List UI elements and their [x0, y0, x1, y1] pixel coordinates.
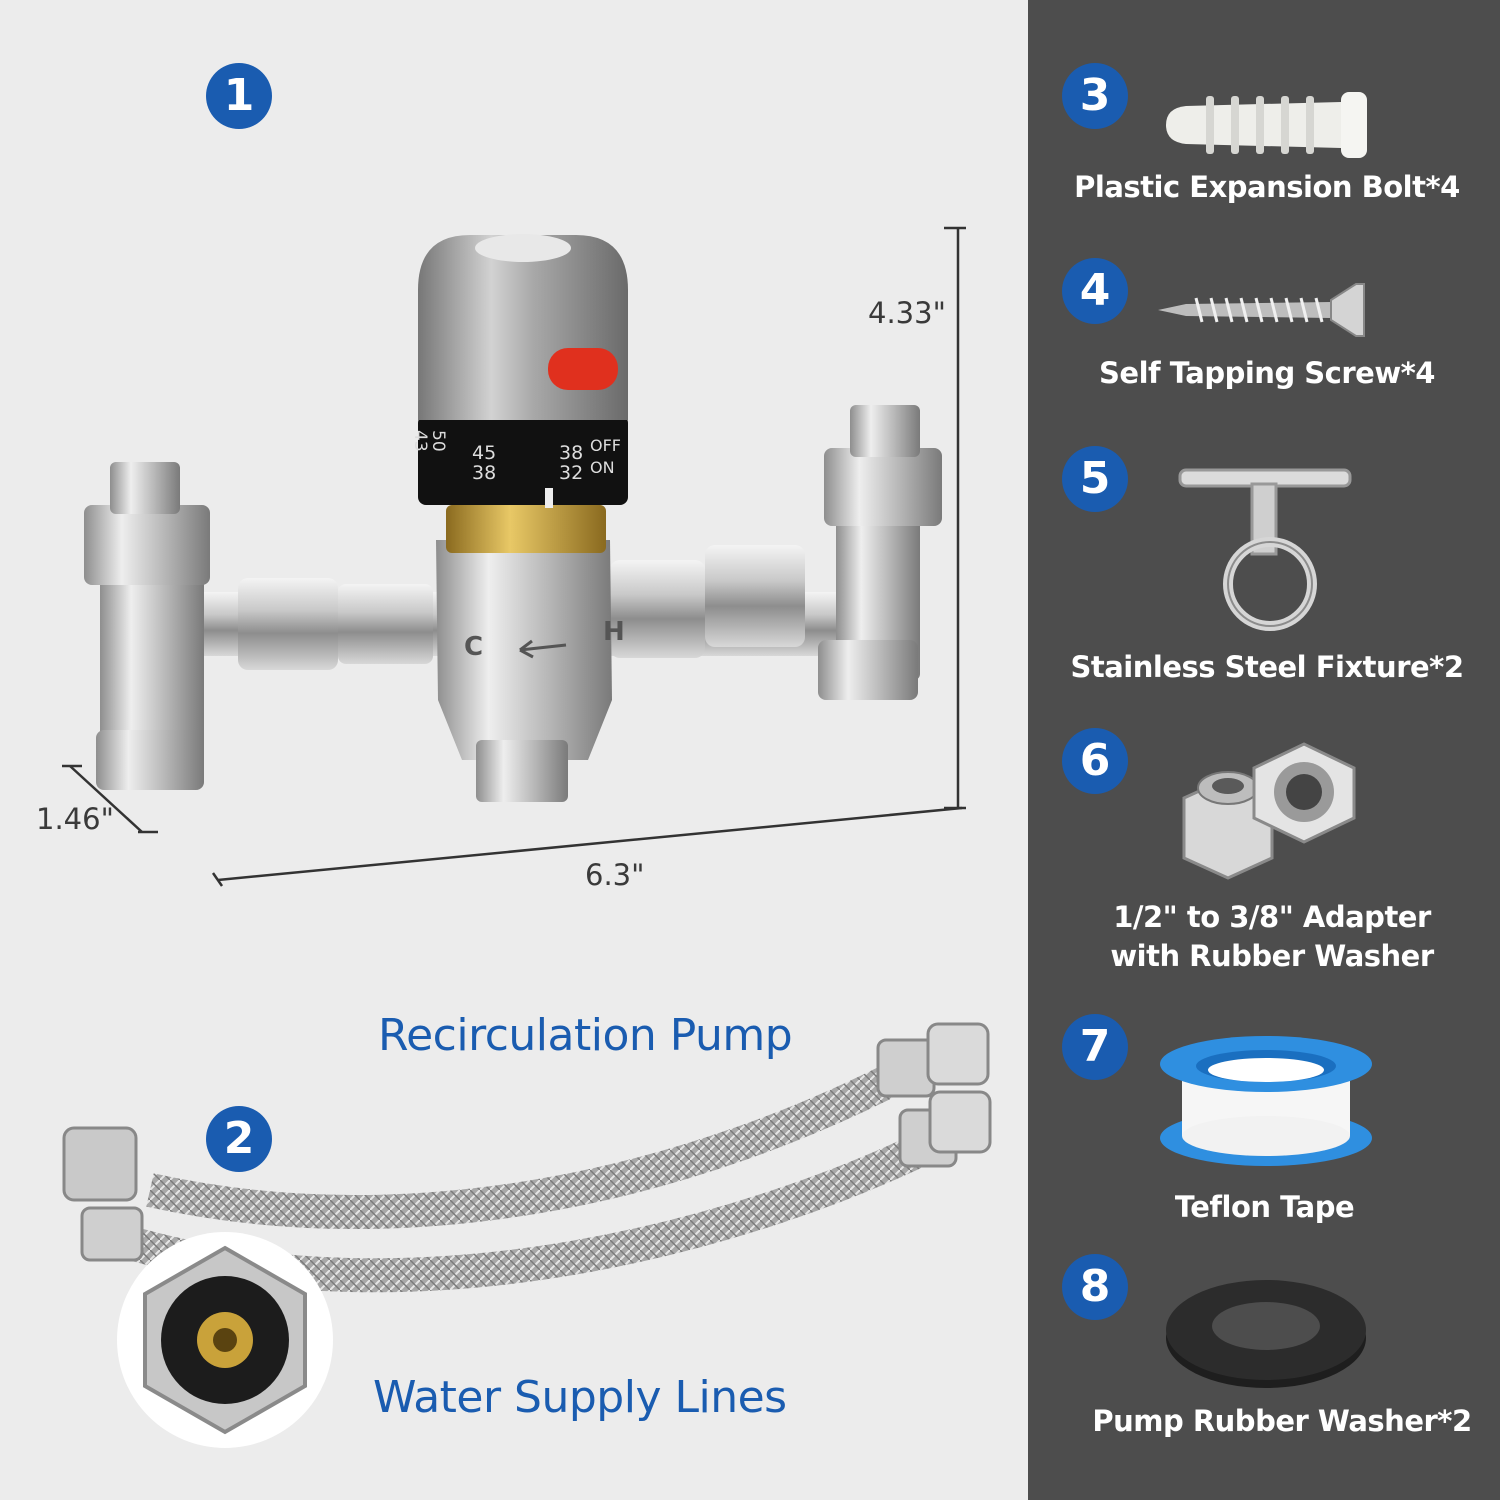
- cold-mark: C: [464, 632, 483, 662]
- badge-part-3: 3: [1062, 63, 1128, 129]
- badge-part-5: 5: [1062, 446, 1128, 512]
- thermostatic-mixing-valve-icon: C H: [62, 226, 966, 887]
- badge-part-8: 8: [1062, 1254, 1128, 1320]
- dial-row-2-b: 38: [472, 462, 497, 484]
- part-8-label: Pump Rubber Washer*2: [1092, 1404, 1472, 1438]
- recirculation-pump-label: Recirculation Pump: [378, 1010, 793, 1061]
- part-4-label: Self Tapping Screw*4: [1099, 356, 1435, 390]
- hot-mark: H: [603, 617, 625, 647]
- dimension-depth: 1.46": [36, 802, 114, 836]
- dimension-height: 4.33": [868, 296, 946, 330]
- water-supply-lines-label: Water Supply Lines: [373, 1372, 787, 1423]
- badge-supply-lines: 2: [206, 1106, 272, 1172]
- dial-row-1-a: 50: [428, 430, 448, 452]
- badge-part-6: 6: [1062, 728, 1128, 794]
- part-3-label: Plastic Expansion Bolt*4: [1074, 170, 1460, 204]
- part-7-label: Teflon Tape: [1174, 1190, 1355, 1224]
- teflon-tape-icon: [1160, 1036, 1372, 1166]
- dial-row-2-a: 43: [410, 430, 430, 452]
- badge-main-valve: 1: [206, 63, 272, 129]
- rubber-washer-icon: [1166, 1280, 1366, 1388]
- dial-row-1-d: OFF: [590, 436, 621, 455]
- dial-row-1-b: 45: [472, 442, 497, 464]
- dial-row-2-d: ON: [590, 458, 615, 477]
- part-5-label: Stainless Steel Fixture*2: [1070, 650, 1464, 684]
- badge-part-4: 4: [1062, 258, 1128, 324]
- stainless-steel-fixture-icon: [1178, 468, 1352, 631]
- self-tapping-screw-icon: [1158, 283, 1365, 337]
- dial-row-1-c: 38: [559, 442, 584, 464]
- part-6-label: 1/2" to 3/8" Adapter with Rubber Washer: [1110, 900, 1434, 973]
- adapter-icon: [1182, 742, 1356, 880]
- badge-part-7: 7: [1062, 1014, 1128, 1080]
- water-supply-lines-icon: [62, 1022, 992, 1448]
- dial-row-2-c: 32: [559, 462, 584, 484]
- plastic-expansion-bolt-icon: [1166, 92, 1367, 158]
- dimension-width: 6.3": [585, 858, 645, 892]
